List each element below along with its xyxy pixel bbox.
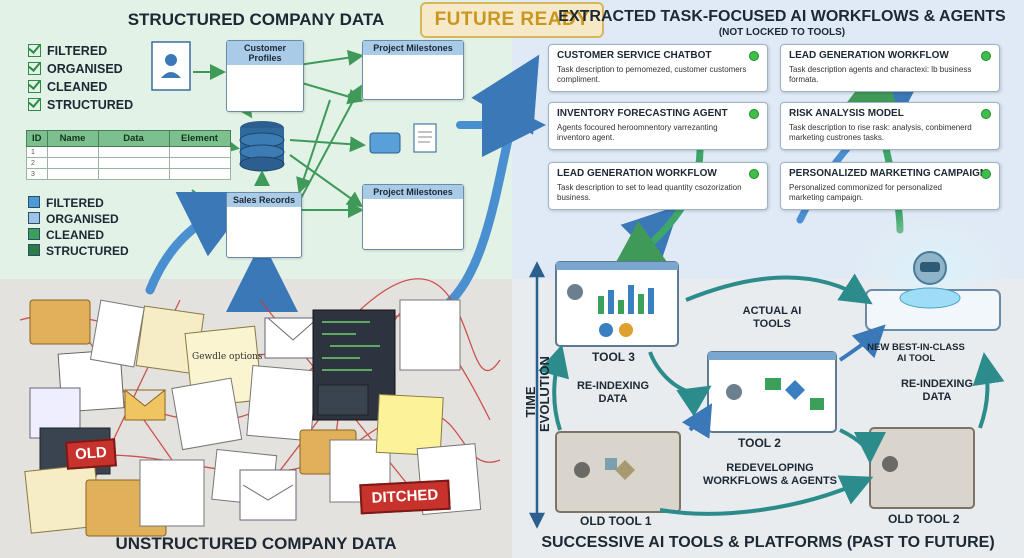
document-icons: [369, 123, 437, 154]
redevelop-label: REDEVELOPING WORKFLOWS & AGENTS: [702, 462, 838, 487]
scattered-documents: [24, 299, 482, 537]
time-axis-arrow: [528, 261, 546, 529]
old-stamp: OLD: [65, 438, 117, 470]
unstructured-title: UNSTRUCTURED COMPANY DATA: [115, 534, 397, 553]
data-table: ID Name Data Element 1 2 3: [26, 130, 231, 180]
workflow-name: LEAD GENERATION WORKFLOW: [789, 50, 949, 61]
legend-swatch: [28, 212, 40, 224]
customer-profiles-card: Customer Profiles: [226, 40, 304, 112]
workflow-name: RISK ANALYSIS MODEL: [789, 108, 904, 119]
table-row: 3: [26, 168, 231, 180]
check-item-filtered: FILTERED: [28, 44, 107, 58]
workflow-card: RISK ANALYSIS MODEL Task description to r…: [780, 102, 1000, 150]
workflow-name: PERSONALIZED MARKETING CAMPAIGN: [789, 168, 988, 179]
status-dot-icon: [749, 51, 759, 61]
reindex-left-label: RE-INDEXING DATA: [576, 380, 650, 405]
checkbox-icon: [28, 44, 41, 57]
table-header: Element: [168, 130, 231, 147]
workflow-card: LEAD GENERATION WORKFLOW Task description…: [780, 44, 1000, 92]
ai-tools-title: SUCCESSIVE AI TOOLS & PLATFORMS (PAST TO…: [541, 534, 995, 551]
checkbox-icon: [28, 98, 41, 111]
workflow-card: CUSTOMER SERVICE CHATBOT Task description…: [548, 44, 768, 92]
workflows-subtitle: (NOT LOCKED TO TOOLS): [718, 27, 846, 38]
workflow-name: CUSTOMER SERVICE CHATBOT: [557, 50, 712, 61]
future-ready-badge: FUTURE READY: [420, 2, 604, 38]
old-tool2-label: OLD TOOL 2: [888, 512, 960, 526]
workflow-name: INVENTORY FORECASTING AGENT: [557, 108, 728, 119]
workflow-desc: Agents focoured heroomnentory varrezanti…: [557, 123, 718, 142]
person-document-icon: [151, 41, 191, 91]
tool-screens: [555, 210, 1020, 513]
note-options: Gewdle options: [192, 352, 263, 362]
status-dot-icon: [981, 51, 991, 61]
database-icon: [239, 121, 285, 172]
checkbox-icon: [28, 62, 41, 75]
card-title: Project Milestones: [363, 41, 463, 55]
card-title: Sales Records: [227, 193, 301, 207]
check-item-cleaned: CLEANED: [28, 80, 107, 94]
workflow-desc: Task description to rise rask: analysis,…: [789, 123, 972, 142]
workflow-desc: Task description agents and charactexi: …: [789, 65, 972, 84]
check-item-organised: ORGANISED: [28, 62, 123, 76]
sales-records-card: Sales Records: [226, 192, 302, 258]
legend-structured: STRUCTURED: [28, 244, 129, 258]
legend-organised: ORGANISED: [28, 212, 119, 226]
table-header: Data: [97, 130, 170, 147]
workflows-title: EXTRACTED TASK-FOCUSED AI WORKFLOWS & AG…: [558, 8, 1006, 25]
reindex-right-label: RE-INDEXING DATA: [900, 378, 974, 403]
table-header: ID: [26, 130, 48, 147]
new-best-tool-label: NEW BEST-IN-CLASS AI TOOL: [867, 342, 965, 364]
legend-filtered: FILTERED: [28, 196, 104, 210]
card-title: Project Milestones: [363, 185, 463, 199]
tool2-label: TOOL 2: [738, 436, 781, 450]
legend-swatch: [28, 244, 40, 256]
workflow-desc: Personalized commonized for personalized…: [789, 183, 942, 202]
checkbox-icon: [28, 80, 41, 93]
status-dot-icon: [981, 109, 991, 119]
actual-ai-tools-label: ACTUAL AI TOOLS: [742, 305, 802, 330]
tool3-label: TOOL 3: [592, 350, 635, 364]
project-milestones-card-top: Project Milestones: [362, 40, 464, 100]
table-row: 1: [26, 146, 231, 158]
workflow-card: LEAD GENERATION WORKFLOW Task description…: [548, 162, 768, 210]
time-evolution-label: TIME EVOLUTION: [523, 356, 552, 432]
tool-cycle-arrows: [538, 273, 1005, 516]
check-item-structured: STRUCTURED: [28, 98, 133, 112]
legend-swatch: [28, 196, 40, 208]
workflow-card: INVENTORY FORECASTING AGENT Agents focour…: [548, 102, 768, 150]
workflow-desc: Task description to pernomezed, customer…: [557, 65, 747, 84]
table-row: 2: [26, 157, 231, 169]
old-tool1-label: OLD TOOL 1: [580, 514, 652, 528]
legend-swatch: [28, 228, 40, 240]
legend-cleaned: CLEANED: [28, 228, 104, 242]
project-milestones-card-bottom: Project Milestones: [362, 184, 464, 250]
status-dot-icon: [749, 109, 759, 119]
card-title: Customer Profiles: [227, 41, 303, 65]
workflow-card: PERSONALIZED MARKETING CAMPAIGN Personali…: [780, 162, 1000, 210]
workflow-desc: Task description to set to lead quantity…: [557, 183, 742, 202]
status-dot-icon: [749, 169, 759, 179]
structured-title: STRUCTURED COMPANY DATA: [127, 10, 385, 29]
status-dot-icon: [981, 169, 991, 179]
workflow-name: LEAD GENERATION WORKFLOW: [557, 168, 717, 179]
ditched-stamp: DITCHED: [359, 479, 451, 515]
table-header: Name: [46, 130, 99, 147]
